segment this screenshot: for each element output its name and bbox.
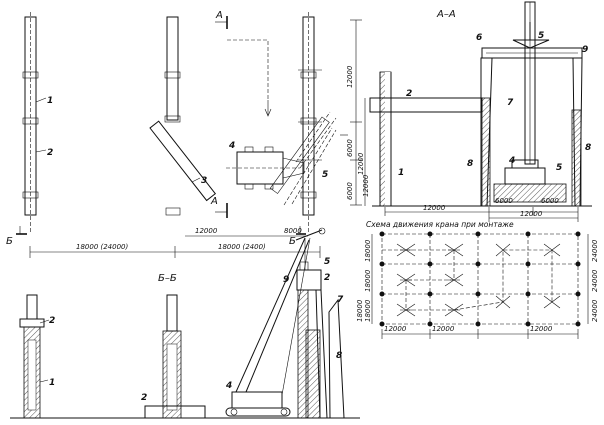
crane-movement-scheme: Схема движения крана при монтаже — [356, 220, 599, 339]
section-a-a: А–А 6 5 9 2 7 1 8 — [357, 1, 592, 222]
lattice-column-left — [22, 12, 39, 232]
bb-truss-on-ground — [144, 405, 206, 419]
dim-sch-r1: 24000 — [591, 239, 599, 262]
callout-4-bb: 4 — [225, 381, 232, 391]
dim-sch-v3: 18000 — [364, 299, 372, 322]
dim-plan-v-12000: 12000 — [346, 65, 354, 88]
bb-column-middle — [162, 294, 182, 419]
support-block — [165, 207, 181, 216]
dim-aa-6000b: 6000 — [541, 197, 559, 205]
callout-9-bb: 9 — [283, 275, 289, 285]
aa-column-right — [571, 109, 582, 207]
plan-view: А А Б Б 1 2 3 4 5 18000 (24000) 1800 — [6, 10, 370, 258]
dim-aa-12000: 12000 — [423, 204, 446, 212]
dim-aa-6000a: 6000 — [495, 197, 513, 205]
callout-5-plan: 5 — [322, 170, 328, 180]
section-label-a-top: А — [215, 10, 223, 21]
callout-2-bb-right: 2 — [324, 273, 330, 283]
dim-aa-12000b: 12000 — [520, 210, 543, 218]
inclined-truss — [149, 120, 217, 202]
dim-span-left: 18000 (24000) — [76, 243, 128, 251]
crane-plan — [226, 111, 337, 206]
section-label-b-right: Б — [289, 236, 296, 247]
callout-4-plan: 4 — [228, 141, 235, 151]
dim-sch-v2: 18000 — [364, 269, 372, 292]
dim-span-mid: 18000 (2400) — [218, 243, 266, 251]
section-title-aa: А–А — [436, 9, 456, 20]
callout-9-aa: 9 — [582, 45, 588, 55]
callout-1-aa: 1 — [398, 168, 404, 178]
callout-2-plan: 2 — [47, 148, 53, 158]
callout-7-aa: 7 — [507, 98, 514, 108]
dim-sch-v4: 18000 — [356, 299, 364, 322]
plan-dimensions: 18000 (24000) 18000 (2400) 12000 8000 12… — [29, 19, 370, 258]
dim-aa-v-12000: 12000 — [357, 152, 365, 175]
bb-column-left — [19, 294, 45, 419]
callout-2-bb: 2 — [49, 316, 55, 326]
scheme-column-dots — [379, 231, 581, 327]
aa-roof-panel — [481, 47, 583, 59]
aa-crane-base — [504, 167, 546, 185]
section-b-b: Б–Б 2 1 2 — [10, 227, 360, 419]
callout-3-plan: 3 — [201, 176, 207, 186]
callout-8-bb: 8 — [336, 351, 342, 361]
dim-sch-h1: 12000 — [384, 325, 407, 333]
lattice-column-middle — [164, 16, 181, 123]
dim-sch-v1: 18000 — [364, 239, 372, 262]
section-label-b-left: Б — [6, 236, 13, 247]
callout-8-aa-right: 8 — [585, 143, 591, 153]
callout-1-bb: 1 — [49, 378, 55, 388]
section-label-a-bottom: А — [210, 196, 218, 207]
callout-4-aa: 4 — [508, 156, 515, 166]
callout-5-aa: 5 — [556, 163, 562, 173]
callout-2-bb-ground: 2 — [141, 393, 147, 403]
callout-5-bb: 5 — [324, 257, 330, 267]
callout-5-aa-top: 5 — [538, 31, 544, 41]
dim-sch-r2: 24000 — [591, 269, 599, 292]
dim-plan-8000: 8000 — [284, 227, 302, 235]
dim-plan-v-12000b: 12000 — [362, 174, 370, 197]
callout-7-bb: 7 — [337, 295, 344, 305]
callout-1-plan: 1 — [47, 96, 53, 106]
scheme-caption: Схема движения крана при монтаже — [366, 220, 514, 229]
section-cut-b: Б Б — [6, 226, 306, 247]
callout-6-aa: 6 — [476, 33, 482, 43]
bb-frame-right — [296, 261, 345, 419]
dim-sch-h2: 12000 — [432, 325, 455, 333]
section-cut-a: А А — [210, 10, 272, 218]
dim-plan-v-6000a: 6000 — [346, 139, 354, 157]
bb-crawler-crane — [225, 227, 326, 417]
callout-2-aa: 2 — [406, 89, 412, 99]
dim-plan-12000: 12000 — [195, 227, 218, 235]
dim-sch-h3: 12000 — [530, 325, 553, 333]
dim-sch-r3: 24000 — [591, 299, 599, 322]
callout-8-aa-left: 8 — [467, 159, 473, 169]
section-title-bb: Б–Б — [158, 273, 177, 284]
dim-plan-v-6000b: 6000 — [346, 182, 354, 200]
